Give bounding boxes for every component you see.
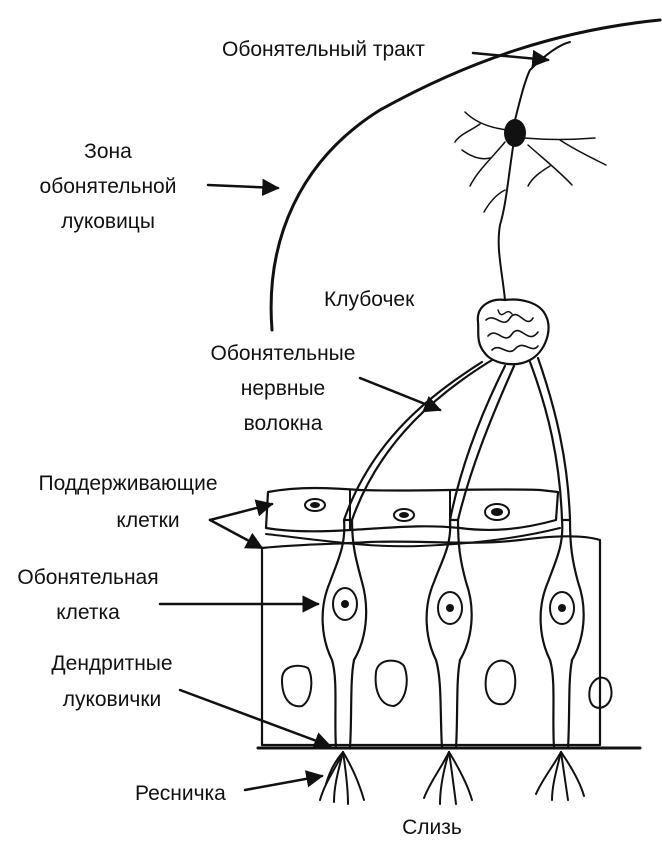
vacuole bbox=[486, 661, 516, 705]
cilia-group-3 bbox=[536, 752, 584, 800]
bulb-zone-arc bbox=[271, 20, 660, 330]
label-glomerulus: Клубочек bbox=[324, 288, 415, 311]
olfactory-cell-1 bbox=[323, 520, 367, 748]
mitral-neuron bbox=[455, 42, 606, 300]
supporting-cells bbox=[266, 488, 558, 531]
arrow-cilium bbox=[245, 776, 322, 790]
arrow-bulb-zone bbox=[208, 185, 278, 188]
neuron-body bbox=[504, 119, 526, 147]
label-olfactory-cell-1: Обонятельная bbox=[17, 566, 158, 589]
nerve-fibers bbox=[344, 358, 570, 520]
vacuole bbox=[376, 661, 407, 706]
label-olfactory-tract: Обонятельный тракт bbox=[222, 38, 425, 61]
arrow-supporting-1 bbox=[210, 504, 272, 520]
label-cilium: Ресничка bbox=[135, 782, 226, 805]
vacuole bbox=[282, 666, 311, 706]
glomerulus bbox=[478, 300, 549, 365]
cilia-group-1 bbox=[320, 752, 364, 804]
label-nerve-fibers-1: Обонятельные bbox=[211, 342, 356, 365]
label-olfactory-cell-2: клетка bbox=[56, 601, 120, 624]
label-nerve-fibers-2: нервные bbox=[241, 377, 325, 400]
cilia-group-2 bbox=[424, 752, 472, 804]
epithelium bbox=[258, 528, 640, 748]
label-bulb-zone-2: обонятельной bbox=[40, 175, 177, 198]
label-bulb-zone-1: Зона bbox=[84, 140, 132, 163]
olfactory-cell-2 bbox=[427, 520, 472, 748]
olfactory-cell-3 bbox=[541, 520, 584, 748]
arrow-nerve-fibers bbox=[360, 378, 440, 410]
label-supporting-cells-2: клетки bbox=[116, 509, 179, 532]
label-dendritic-bulbs-1: Дендритные bbox=[51, 652, 172, 675]
arrow-olfactory-tract bbox=[473, 53, 548, 60]
label-nerve-fibers-3: волокна bbox=[244, 412, 323, 435]
label-bulb-zone-3: луковицы bbox=[61, 210, 155, 233]
mitral-axon bbox=[499, 147, 513, 300]
label-mucus: Слизь bbox=[402, 816, 462, 839]
label-supporting-cells-1: Поддерживающие bbox=[39, 472, 218, 495]
label-dendritic-bulbs-2: луковички bbox=[63, 688, 162, 711]
arrow-supporting-2 bbox=[210, 520, 262, 548]
